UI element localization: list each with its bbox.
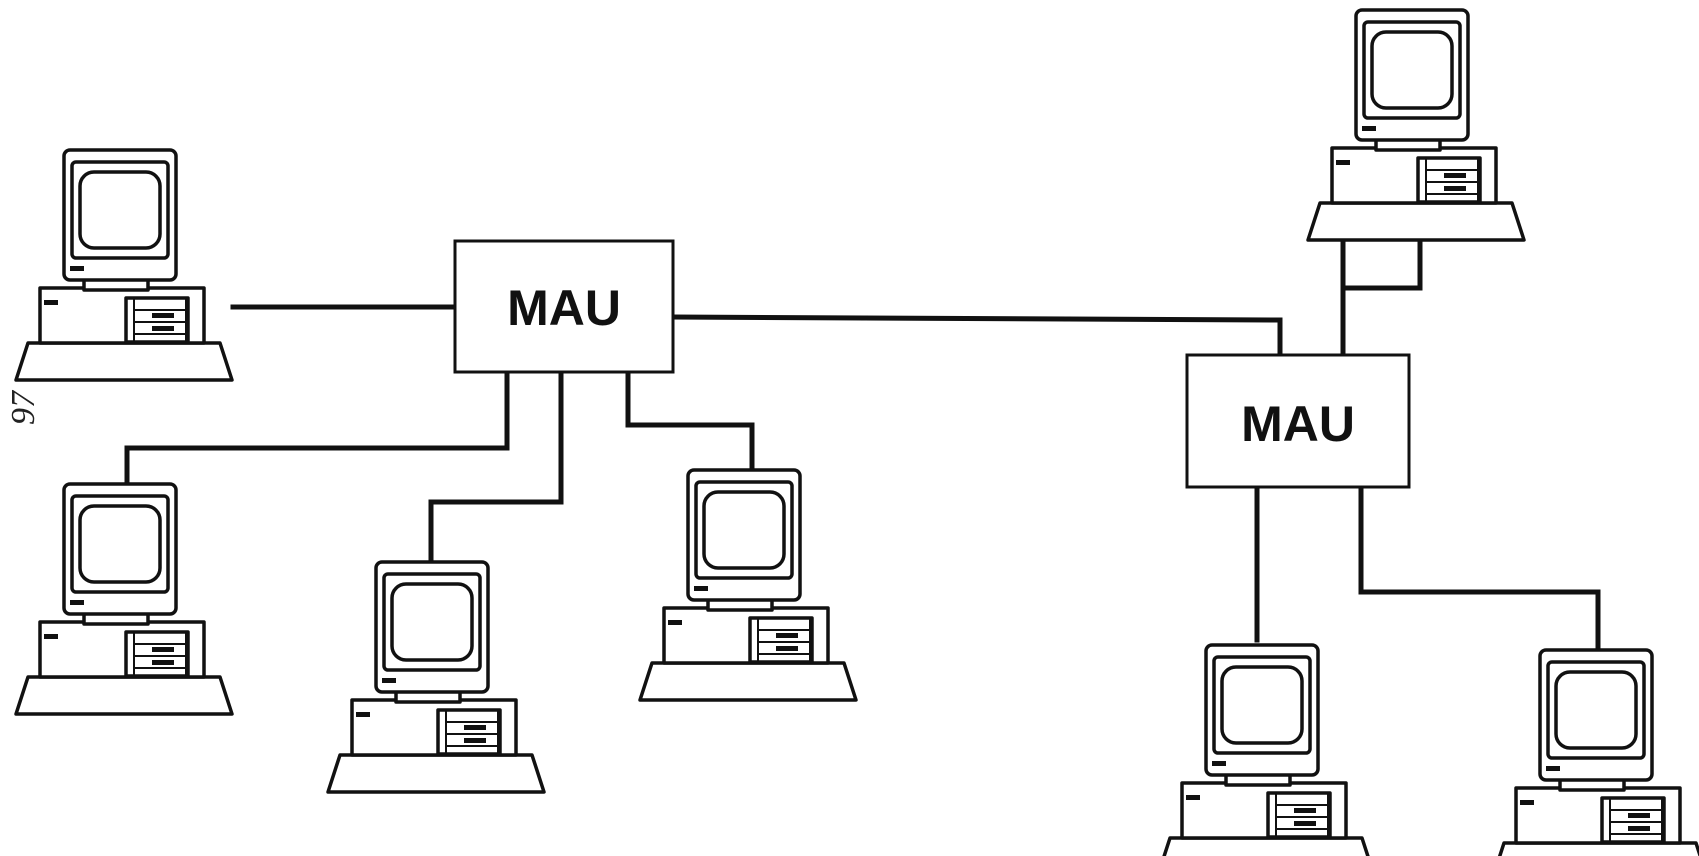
workstation-3 xyxy=(328,562,544,792)
margin-note: 97 xyxy=(5,389,42,425)
mau-hub-right-label: MAU xyxy=(1241,396,1355,452)
workstation-7 xyxy=(1492,650,1699,856)
link-pc4-mau-left xyxy=(628,372,752,470)
workstation-2 xyxy=(16,484,232,714)
mau-hub-right: MAU xyxy=(1187,355,1409,487)
link-mau-left-mau-right xyxy=(673,317,1280,355)
workstation-5 xyxy=(1308,10,1524,240)
workstation-1 xyxy=(16,150,232,380)
mau-hub-left: MAU xyxy=(455,241,673,372)
workstation-4 xyxy=(640,470,856,700)
mau-hub-left-label: MAU xyxy=(507,280,621,336)
link-pc3-mau-left xyxy=(431,372,561,562)
workstation-6 xyxy=(1158,645,1374,856)
link-pc2-mau-left xyxy=(127,372,507,480)
link-pc7-mau-right xyxy=(1361,487,1598,650)
